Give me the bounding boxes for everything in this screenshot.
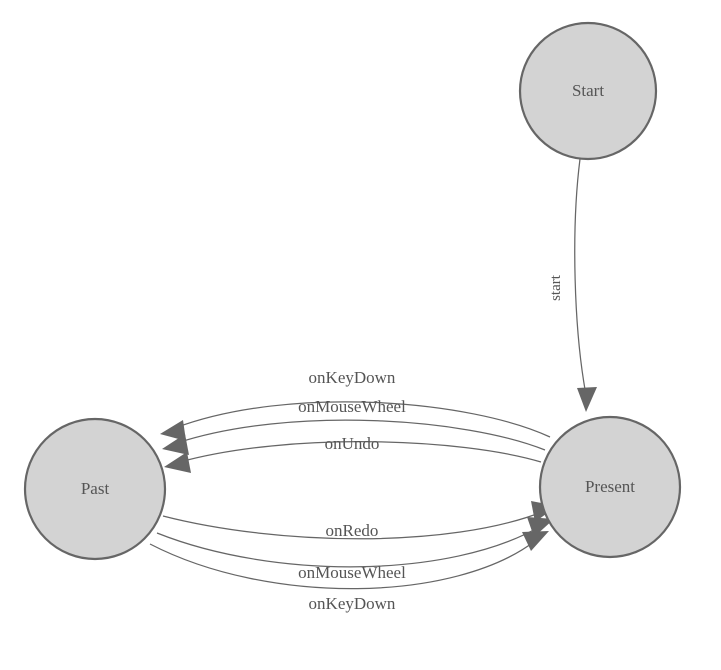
node-start-label: Start xyxy=(572,81,604,100)
edge-present-to-past-onmousewheel[interactable]: onMouseWheel xyxy=(162,397,546,455)
edge-past-to-present-onmousewheel-path xyxy=(156,526,540,568)
node-past-circle xyxy=(23,417,167,561)
node-present-label: Present xyxy=(585,477,635,496)
edge-start-to-present-path xyxy=(574,158,587,396)
arrowhead-into-past-2 xyxy=(162,434,189,455)
edge-past-to-present-onkeydown[interactable]: onKeyDown xyxy=(149,531,549,613)
node-past-label: Past xyxy=(81,479,110,498)
edge-label-start: start xyxy=(548,274,564,301)
edge-start-to-present[interactable]: start xyxy=(548,158,597,412)
edge-label-past-present-onkeydown: onKeyDown xyxy=(309,594,396,613)
edge-past-to-present-onredo-path xyxy=(162,511,543,540)
arrowhead-into-past-3 xyxy=(164,452,191,473)
edge-label-past-present-onredo: onRedo xyxy=(326,521,379,540)
node-past[interactable]: Past xyxy=(23,417,167,561)
edge-present-to-past-onkeydown-path xyxy=(174,401,551,438)
edge-present-to-past-onundo[interactable]: onUndo xyxy=(164,434,542,473)
edge-label-present-past-onmousewheel: onMouseWheel xyxy=(298,397,406,416)
edge-label-present-past-onkeydown: onKeyDown xyxy=(309,368,396,387)
edge-past-to-present-onkeydown-path xyxy=(149,540,536,590)
arrowhead-into-present-3 xyxy=(522,531,549,551)
edge-label-past-present-onmousewheel: onMouseWheel xyxy=(298,563,406,582)
edge-present-to-past-onundo-path xyxy=(179,441,542,463)
edge-present-to-past-onkeydown[interactable]: onKeyDown xyxy=(160,368,551,441)
edge-present-to-past-onmousewheel-path xyxy=(176,419,546,451)
edge-label-present-past-onundo: onUndo xyxy=(325,434,380,453)
arrowhead-into-past-1 xyxy=(160,420,186,441)
arrowhead-into-present-top xyxy=(577,387,597,412)
node-present[interactable]: Present xyxy=(538,415,682,559)
node-start-circle xyxy=(518,21,658,161)
edge-past-to-present-onredo[interactable]: onRedo xyxy=(162,501,557,540)
node-present-circle xyxy=(538,415,682,559)
node-start[interactable]: Start xyxy=(518,21,658,161)
